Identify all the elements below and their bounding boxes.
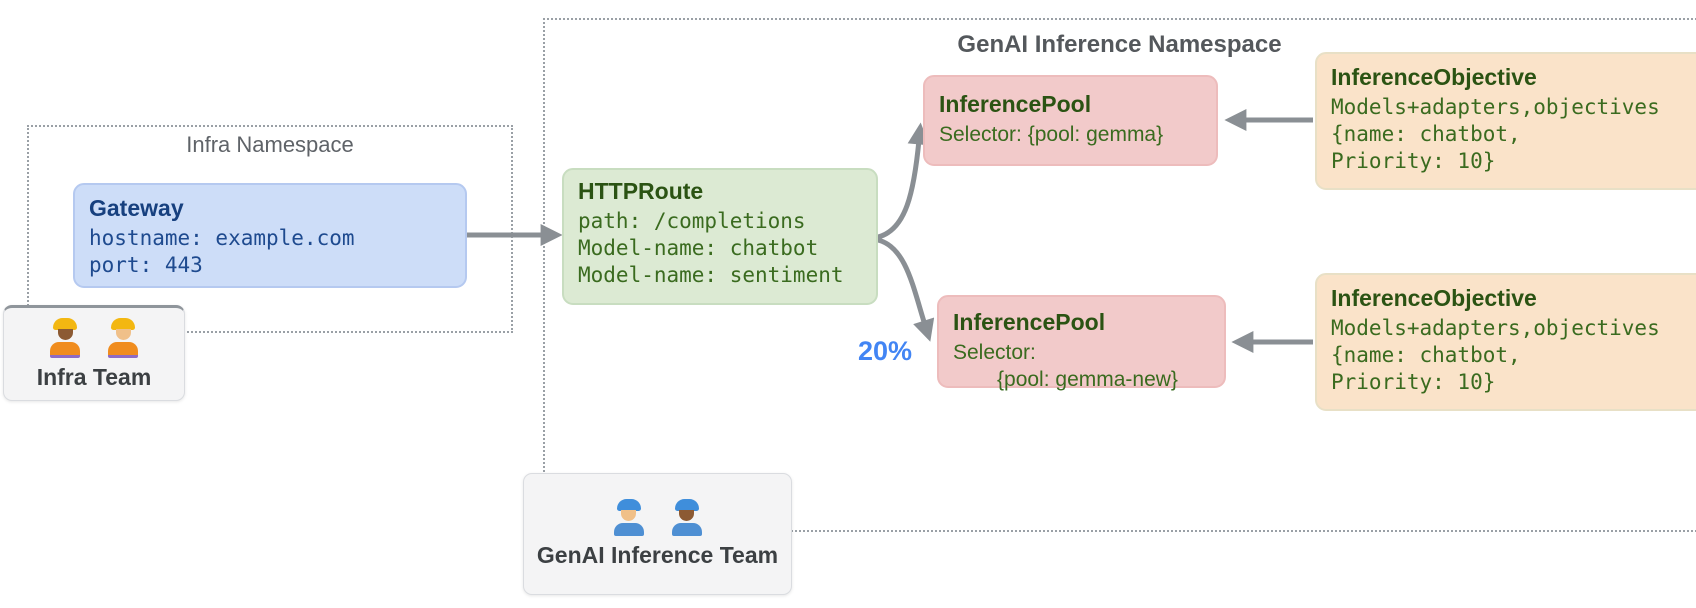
infra-team-icons <box>49 317 139 358</box>
inference-pool-gemma-new-node: InferencePool Selector: {pool: gemma-new… <box>937 295 1226 391</box>
inference-objective-top-models: Models+adapters,objectives <box>1331 95 1660 119</box>
arrow-httproute-to-pool-gemma-new <box>875 237 935 342</box>
woman-construction-worker-icon <box>49 317 81 358</box>
inference-objective-bottom-title: InferenceObjective <box>1331 285 1537 311</box>
inference-pool-gemma-new-title: InferencePool <box>953 309 1106 335</box>
arrow-httproute-to-pool-gemma <box>875 122 930 240</box>
man-construction-worker-icon <box>107 317 139 358</box>
infra-team-card: Infra Team <box>3 305 185 401</box>
inference-pool-gemma-new-selector: Selector: <box>953 341 1036 364</box>
inference-objective-top-title: InferenceObjective <box>1331 64 1537 90</box>
inference-objective-top-priority: Priority: 10} <box>1331 149 1496 173</box>
inference-pool-gemma-new-selector-value: {pool: gemma-new} <box>997 368 1178 391</box>
gateway-title: Gateway <box>89 195 184 221</box>
inference-objective-bottom-name: {name: chatbot, <box>1331 343 1521 367</box>
genai-inference-team-card: GenAI Inference Team <box>523 473 792 595</box>
infra-namespace-boundary <box>27 125 513 333</box>
httproute-title: HTTPRoute <box>578 178 704 204</box>
traffic-split-label: 20% <box>858 336 913 366</box>
inference-objective-top-node: InferenceObjective Models+adapters,objec… <box>1315 52 1696 190</box>
httproute-path: path: /completions <box>578 209 806 233</box>
inference-pool-gemma-node: InferencePool Selector: {pool: gemma} <box>923 75 1218 166</box>
httproute-node: HTTPRoute path: /completions Model-name:… <box>562 168 878 305</box>
gateway-hostname: hostname: example.com <box>89 226 355 250</box>
inference-pool-gemma-selector: Selector: {pool: gemma} <box>939 123 1164 146</box>
genai-namespace-label: GenAI Inference Namespace <box>957 31 1282 58</box>
genai-team-icons <box>613 499 703 536</box>
inference-objective-bottom-priority: Priority: 10} <box>1331 370 1496 394</box>
man-mechanic-icon <box>671 499 703 536</box>
gateway-port: port: 443 <box>89 253 203 277</box>
inference-objective-bottom-models: Models+adapters,objectives <box>1331 316 1660 340</box>
httproute-model-chatbot: Model-name: chatbot <box>578 236 819 260</box>
woman-mechanic-icon <box>613 499 645 536</box>
gateway-node: Gateway hostname: example.com port: 443 <box>73 183 467 288</box>
infra-team-label: Infra Team <box>36 363 152 390</box>
infra-namespace-label: Infra Namespace <box>186 132 354 157</box>
genai-inference-namespace-boundary <box>543 18 1696 532</box>
genai-team-label: GenAI Inference Team <box>536 542 779 568</box>
httproute-model-sentiment: Model-name: sentiment <box>578 263 844 287</box>
inference-objective-top-name: {name: chatbot, <box>1331 122 1521 146</box>
inference-pool-gemma-title: InferencePool <box>939 91 1092 117</box>
inference-objective-bottom-node: InferenceObjective Models+adapters,objec… <box>1315 273 1696 411</box>
